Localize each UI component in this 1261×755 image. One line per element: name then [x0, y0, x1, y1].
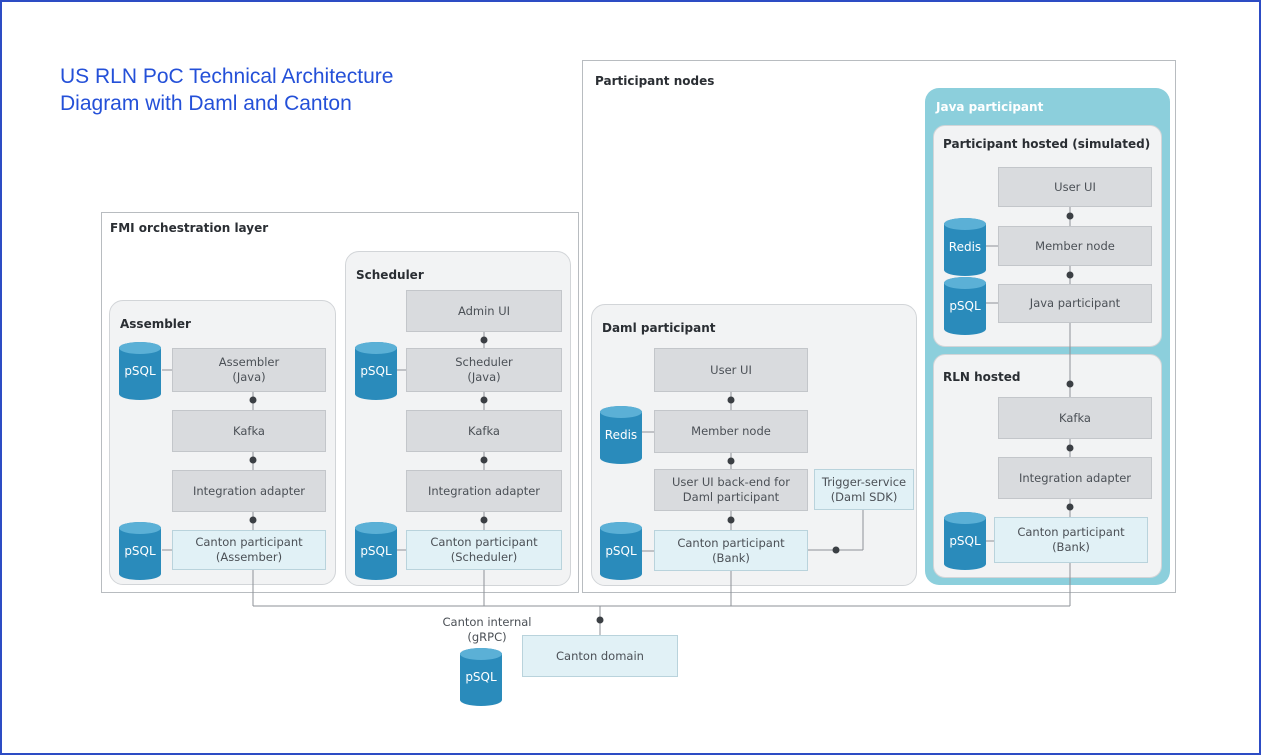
canton-internal-note: Canton internal (gRPC): [432, 615, 542, 645]
assembler-java-box: Assembler (Java): [172, 348, 326, 392]
daml-participant-label: Daml participant: [602, 321, 716, 335]
java-participant-label: Java participant: [936, 100, 1044, 114]
daml-psql-database-icon: pSQL: [600, 522, 642, 580]
java-member-node-box: Member node: [998, 226, 1152, 266]
scheduler-db1-label: pSQL: [360, 364, 392, 378]
assembler-label: Assembler: [120, 317, 191, 331]
assembler-canton-psql-database-icon: pSQL: [119, 522, 161, 580]
rln-psql-database-icon: pSQL: [944, 512, 986, 570]
rln-canton-participant-box: Canton participant (Bank): [994, 517, 1148, 563]
assembler-db2-label: pSQL: [124, 544, 156, 558]
title-line-1: US RLN PoC Technical Architecture: [60, 65, 394, 88]
java-psql-label: pSQL: [949, 299, 981, 313]
daml-user-ui-box: User UI: [654, 348, 808, 392]
scheduler-java-box: Scheduler (Java): [406, 348, 562, 392]
canton-domain-box: Canton domain: [522, 635, 678, 677]
participant-hosted-label: Participant hosted (simulated): [943, 137, 1151, 151]
java-redis-label: Redis: [948, 240, 982, 254]
scheduler-integration-adapter-box: Integration adapter: [406, 470, 562, 512]
daml-member-node-box: Member node: [654, 410, 808, 453]
canton-internal-line-1: Canton internal: [442, 615, 532, 629]
domain-psql-label: pSQL: [465, 670, 497, 684]
daml-trigger-service-box: Trigger-service (Daml SDK): [814, 469, 914, 510]
assembler-integration-adapter-box: Integration adapter: [172, 470, 326, 512]
daml-redis-label: Redis: [604, 428, 638, 442]
scheduler-label: Scheduler: [356, 268, 424, 282]
java-psql-database-icon: pSQL: [944, 277, 986, 335]
scheduler-canton-psql-database-icon: pSQL: [355, 522, 397, 580]
assembler-psql-database-icon: pSQL: [119, 342, 161, 400]
participant-nodes-label: Participant nodes: [595, 74, 715, 88]
assembler-kafka-box: Kafka: [172, 410, 326, 452]
domain-psql-database-icon: pSQL: [460, 648, 502, 706]
scheduler-db2-label: pSQL: [360, 544, 392, 558]
daml-canton-participant-box: Canton participant (Bank): [654, 530, 808, 571]
scheduler-psql-database-icon: pSQL: [355, 342, 397, 400]
java-participant-box: Java participant: [998, 284, 1152, 323]
rln-psql-label: pSQL: [949, 534, 981, 548]
java-redis-database-icon: Redis: [944, 218, 986, 276]
scheduler-admin-ui-box: Admin UI: [406, 290, 562, 332]
scheduler-canton-participant-box: Canton participant (Scheduler): [406, 530, 562, 570]
java-user-ui-box: User UI: [998, 167, 1152, 207]
assembler-canton-participant-box: Canton participant (Assember): [172, 530, 326, 570]
assembler-db1-label: pSQL: [124, 364, 156, 378]
rln-integration-adapter-box: Integration adapter: [998, 457, 1152, 499]
canton-internal-line-2: (gRPC): [467, 630, 507, 644]
daml-redis-database-icon: Redis: [600, 406, 642, 464]
daml-psql-label: pSQL: [605, 544, 637, 558]
daml-user-ui-backend-box: User UI back-end for Daml participant: [654, 469, 808, 511]
title-line-2: Diagram with Daml and Canton: [60, 92, 352, 115]
scheduler-kafka-box: Kafka: [406, 410, 562, 452]
fmi-orchestration-label: FMI orchestration layer: [110, 221, 269, 235]
rln-kafka-box: Kafka: [998, 397, 1152, 439]
diagram-title: US RLN PoC Technical Architecture Diagra…: [60, 63, 480, 117]
rln-hosted-label: RLN hosted: [943, 370, 1021, 384]
